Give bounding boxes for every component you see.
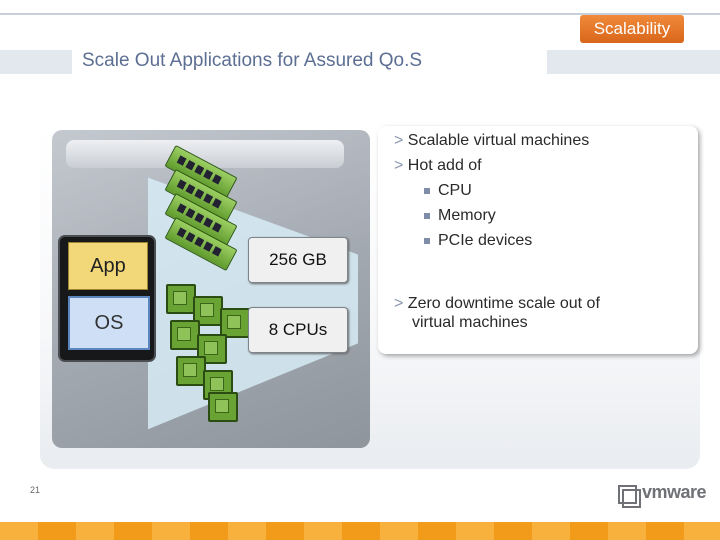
arrow-icon: > — [394, 295, 404, 312]
cpu-chip-icon — [170, 320, 200, 350]
section-badge: Scalability — [580, 15, 684, 43]
vmware-logo-icon — [622, 489, 641, 508]
header-rule — [0, 13, 720, 15]
page-number: 21 — [30, 485, 41, 495]
arrow-icon: > — [394, 157, 404, 174]
slide-title: Scale Out Applications for Assured Qo.S — [82, 50, 423, 71]
os-layer: OS — [68, 296, 150, 350]
bullet-item: > Zero downtime scale out of — [394, 295, 600, 312]
cpu-chip-icon — [166, 284, 196, 314]
title-box — [72, 48, 547, 76]
vmware-logo: vmware — [642, 482, 707, 502]
bullet-continuation: virtual machines — [412, 314, 528, 331]
cpu-chip-icon — [208, 392, 238, 422]
footer-pattern — [0, 522, 720, 540]
cpu-label: 8 CPUs — [248, 307, 348, 353]
cpu-chip-icon — [220, 308, 250, 338]
sub-bullet-item: PCIe devices — [424, 232, 532, 250]
bullet-item: > Hot add of — [394, 157, 482, 174]
cpu-chip-icon — [197, 334, 227, 364]
app-layer: App — [68, 242, 148, 290]
cpu-chip-icon — [176, 356, 206, 386]
vmware-logo-icon — [618, 485, 637, 504]
bullet-item: > Scalable virtual machines — [394, 132, 590, 149]
arrow-icon: > — [394, 132, 404, 149]
sub-bullet-item: Memory — [424, 207, 496, 225]
sub-bullet-item: CPU — [424, 182, 472, 200]
bullet-box — [378, 126, 698, 354]
memory-label: 256 GB — [248, 237, 348, 283]
square-bullet-icon — [424, 187, 430, 194]
square-bullet-icon — [424, 212, 430, 219]
square-bullet-icon — [424, 237, 430, 244]
